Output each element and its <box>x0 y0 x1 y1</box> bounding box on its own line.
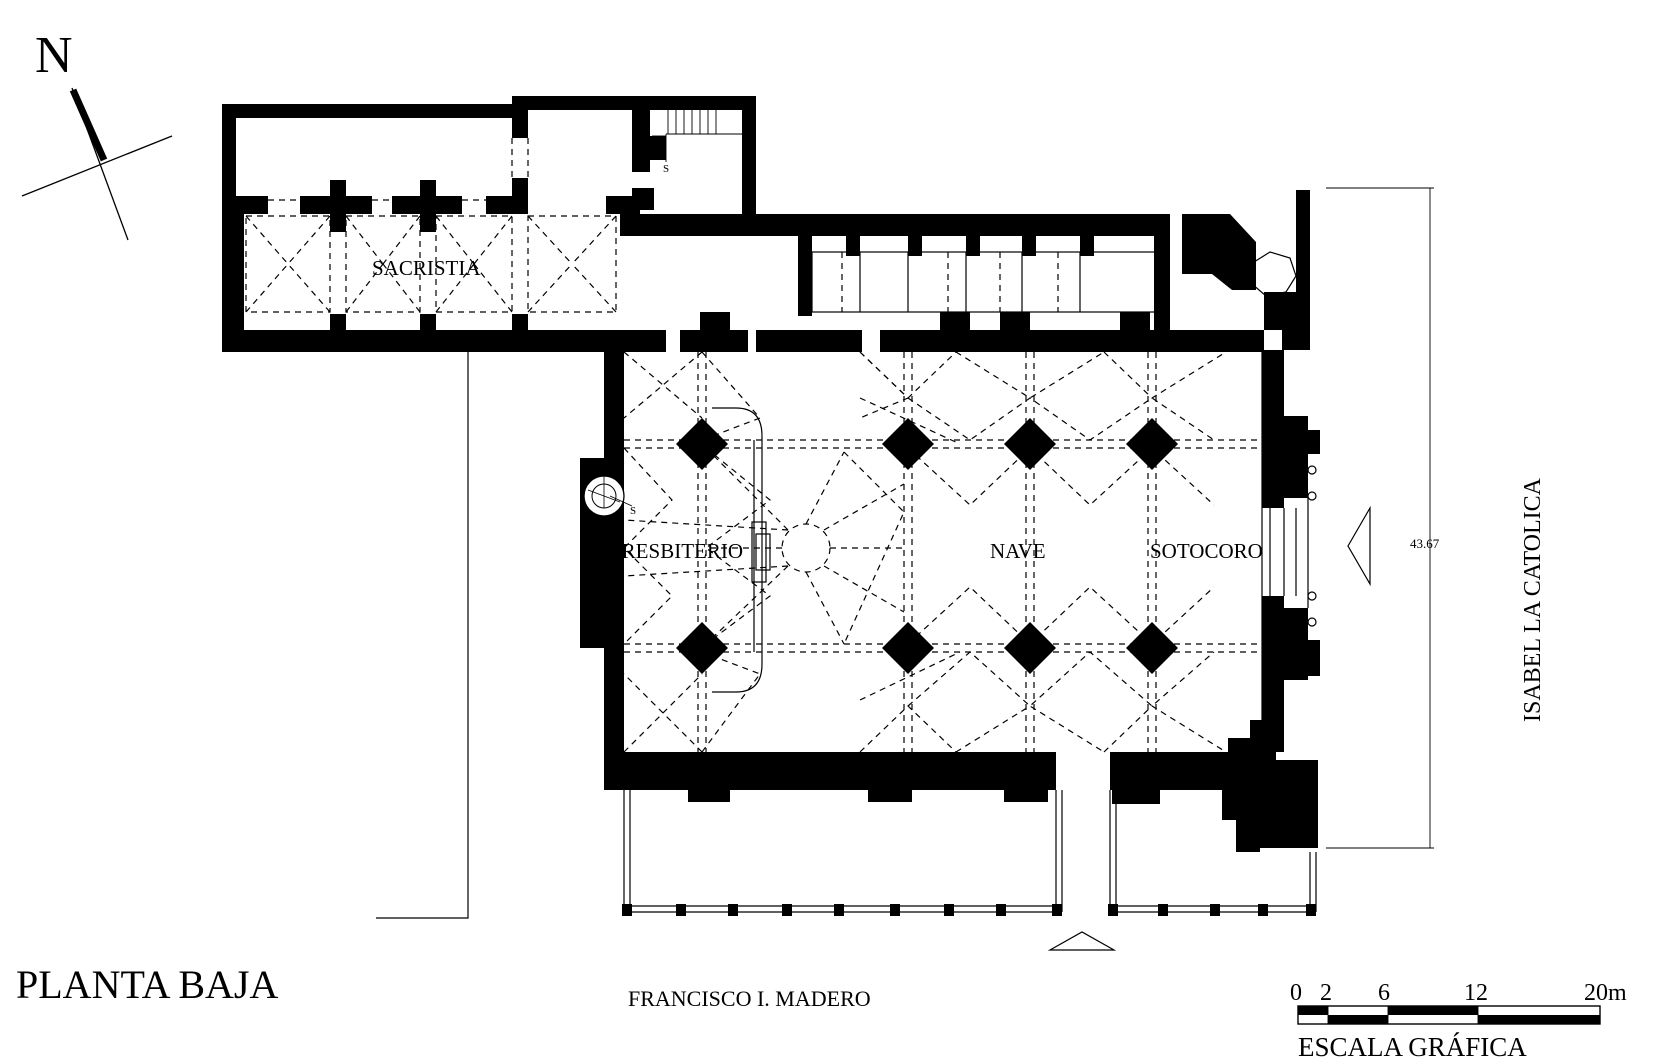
street-label-east: ISABEL LA CATOLICA <box>1520 477 1546 722</box>
scale-tick-6: 6 <box>1378 980 1390 1006</box>
dimension-line: 43.67 <box>1326 187 1440 849</box>
stair-mark-lower: S <box>630 505 636 517</box>
altar-rail <box>712 407 771 693</box>
east-entrance-marker <box>1347 505 1371 587</box>
scale-bar: 0 2 6 12 20m ESCALA GRÁFICA <box>1290 980 1627 1062</box>
north-chapels <box>798 190 1310 350</box>
stair-mark-upper: S <box>663 163 669 175</box>
scale-tick-2: 2 <box>1320 980 1332 1006</box>
property-line <box>376 352 469 919</box>
south-entrance-marker <box>1047 931 1117 951</box>
dimension-label: 43.67 <box>1410 536 1440 551</box>
north-arrow: N <box>21 27 173 241</box>
scale-tick-0: 0 <box>1290 980 1302 1006</box>
room-label-presbytery: PRESBITERIO <box>610 539 743 563</box>
drawing-title: PLANTA BAJA <box>16 962 278 1007</box>
spiral-stair: S <box>583 475 636 517</box>
vault-ribs <box>623 351 1262 753</box>
north-arrow-label: N <box>35 27 73 84</box>
room-label-nave: NAVE <box>990 539 1046 563</box>
street-label-south: FRANCISCO I. MADERO <box>628 986 871 1011</box>
sacristy-wing: S SACRISTIA <box>222 96 1168 352</box>
scale-tick-12: 12 <box>1464 980 1488 1006</box>
piers <box>676 418 1178 674</box>
church-walls <box>580 312 1320 852</box>
room-label-sacristy: SACRISTIA <box>372 256 481 280</box>
room-label-lower-choir: SOTOCORO <box>1150 539 1263 563</box>
south-portico <box>622 790 1317 916</box>
scale-tick-20: 20m <box>1584 980 1627 1006</box>
choir-line <box>1261 350 1271 752</box>
scale-caption: ESCALA GRÁFICA <box>1298 1032 1527 1062</box>
east-portal <box>1283 465 1317 627</box>
